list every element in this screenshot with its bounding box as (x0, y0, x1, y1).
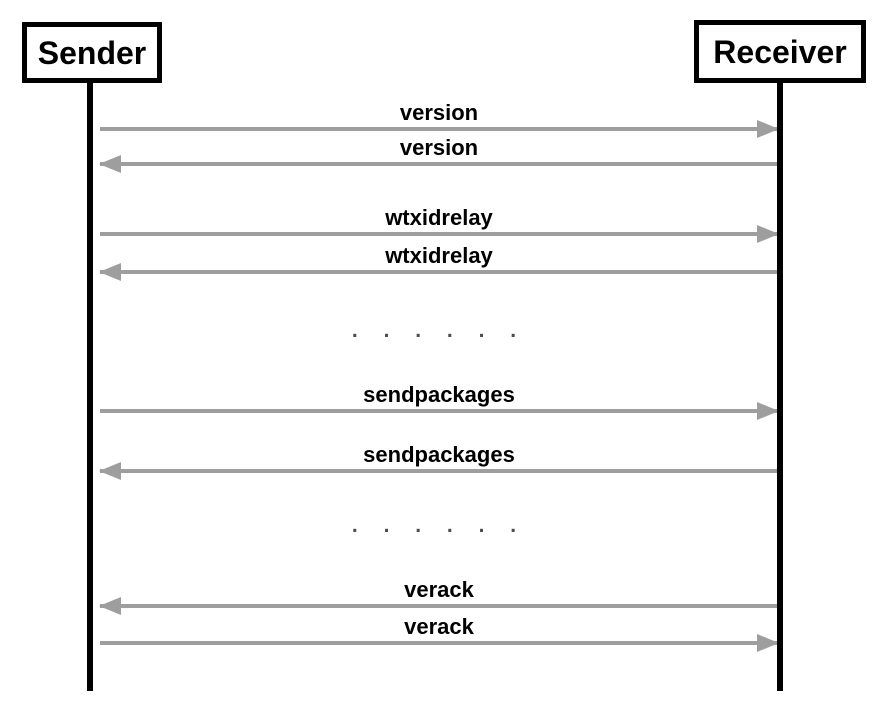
message-label: verack (404, 577, 474, 602)
arrowhead-icon (757, 120, 779, 138)
arrowhead-icon (757, 634, 779, 652)
sender-lifeline (87, 80, 93, 691)
message-arrow-line (99, 263, 778, 281)
ellipsis-label: . . . . . . (351, 514, 527, 537)
arrowhead-icon (99, 597, 121, 615)
message-arrow-line (100, 225, 779, 243)
actor-receiver-box: Receiver (694, 20, 866, 83)
message-arrow-line (99, 597, 778, 615)
message-label: wtxidrelay (385, 205, 493, 230)
receiver-lifeline (777, 80, 783, 691)
message-label: version (399, 100, 479, 125)
message-arrow-line (99, 462, 778, 480)
message-label: version (399, 135, 479, 160)
actor-receiver-label: Receiver (713, 33, 847, 70)
arrowhead-icon (99, 155, 121, 173)
arrowhead-icon (99, 462, 121, 480)
message-arrow-line (100, 634, 779, 652)
ellipsis-label: . . . . . . (351, 319, 527, 342)
arrowhead-icon (99, 263, 121, 281)
arrowhead-icon (757, 402, 779, 420)
message-label: verack (404, 614, 474, 639)
actor-sender-box: Sender (22, 22, 162, 83)
actor-sender-label: Sender (37, 34, 147, 71)
message-label: wtxidrelay (385, 243, 493, 268)
message-arrow-line (99, 155, 778, 173)
message-label: sendpackages (363, 442, 515, 467)
arrowhead-icon (757, 225, 779, 243)
message-arrow-line (100, 120, 779, 138)
message-arrow-line (100, 402, 779, 420)
message-label: sendpackages (363, 382, 515, 407)
